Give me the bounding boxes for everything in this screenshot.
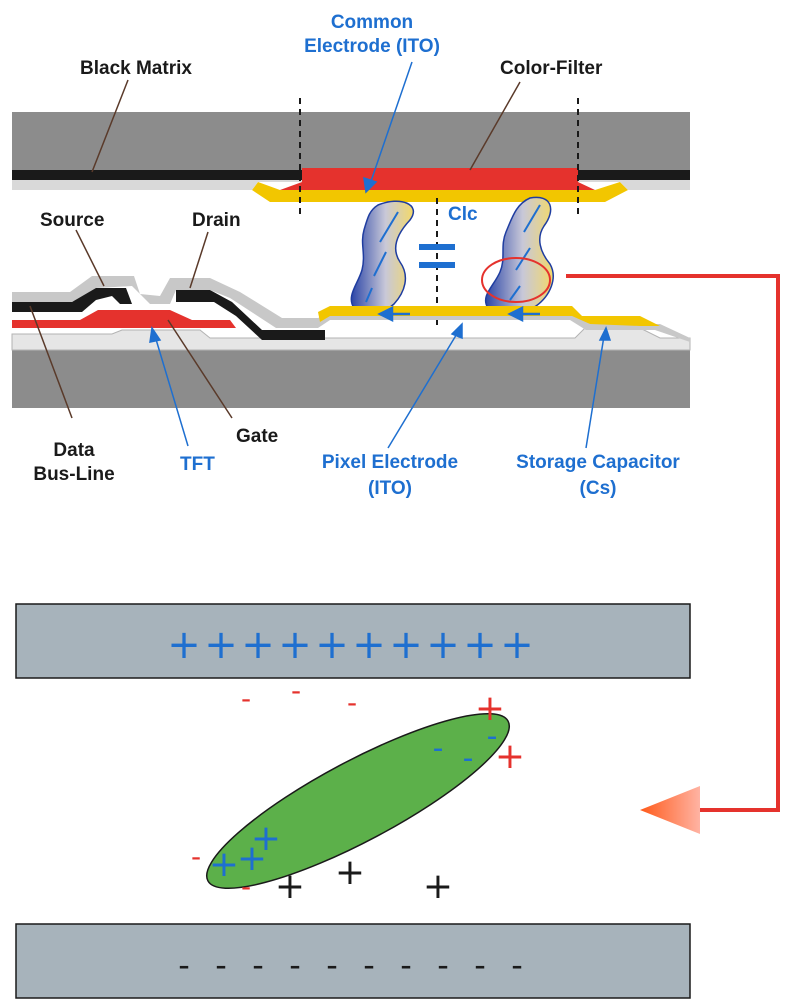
label-pixel-electrode-1: Pixel Electrode — [322, 452, 458, 473]
zoom-connector-arrow — [566, 274, 780, 834]
top-plate-charges: ++++++++++ — [167, 622, 534, 668]
negative-charge: - — [241, 682, 251, 715]
positive-charge: + — [275, 866, 305, 907]
top-alignment-layer-right — [578, 180, 690, 190]
label-common-electrode-1: Common — [331, 12, 413, 33]
clc-capacitor-plate-bottom — [419, 262, 455, 268]
source-electrode — [12, 288, 132, 312]
label-data-bus-2: Bus-Line — [33, 464, 114, 485]
positive-charge: + — [237, 838, 267, 879]
label-color-filter: Color-Filter — [500, 58, 603, 79]
positive-charge: + — [389, 622, 423, 668]
bottom-electrode-plate — [15, 923, 691, 999]
semiconductor-layer — [12, 310, 236, 328]
bottom-plate-charges: ---------- — [178, 946, 523, 984]
negative-charge: - — [289, 946, 301, 984]
bottom-glass-substrate — [12, 350, 690, 408]
top-glass-substrate — [12, 112, 690, 170]
negative-charge: - — [363, 946, 375, 984]
leader-lines-blue — [149, 61, 612, 449]
positive-charge: + — [204, 622, 238, 668]
positive-charge: + — [426, 622, 460, 668]
ellipse-bottom-positive-charges: +++ — [209, 818, 281, 885]
negative-charge: - — [437, 946, 449, 984]
positive-charge: + — [352, 622, 386, 668]
positive-charge: + — [463, 622, 497, 668]
free-positive-charges: + + + — [275, 852, 453, 907]
label-clc: Clc — [448, 204, 478, 225]
negative-charge: - — [463, 741, 474, 776]
bottom-insulating-layer — [11, 327, 691, 351]
negative-charge: - — [347, 686, 357, 719]
top-diagram: Black Matrix Common Electrode (ITO) Colo… — [11, 12, 691, 499]
positive-charge: + — [251, 818, 281, 859]
black-matrix-layer-left — [12, 170, 302, 180]
drain-electrode — [176, 290, 325, 340]
positive-charge: + — [475, 688, 505, 729]
black-matrix-layer-right — [578, 170, 690, 180]
ellipse-bottom-negative-charges: -- — [191, 840, 251, 903]
label-data-bus-1: Data — [53, 440, 95, 461]
ellipse-top-positive-charges: ++ — [475, 688, 525, 777]
liquid-crystal-molecule — [205, 712, 511, 890]
label-storage-capacitor-2: (Cs) — [580, 478, 617, 499]
pixel-electrode-layer — [318, 306, 660, 326]
label-source: Source — [40, 210, 104, 231]
positive-charge: + — [241, 622, 275, 668]
label-gate: Gate — [236, 426, 278, 447]
positive-charge: + — [495, 736, 525, 777]
negative-charge: - — [400, 946, 412, 984]
positive-charge: + — [278, 622, 312, 668]
negative-charge: - — [291, 674, 301, 707]
label-pixel-electrode-2: (ITO) — [368, 478, 412, 499]
label-tft: TFT — [180, 454, 215, 475]
top-electrode-plate — [15, 603, 691, 679]
free-negative-charges: --- — [241, 674, 357, 719]
negative-charge: - — [433, 731, 444, 766]
negative-charge: - — [178, 946, 190, 984]
connector-arrowhead — [640, 786, 700, 834]
positive-charge: + — [423, 866, 453, 907]
negative-charge: - — [215, 946, 227, 984]
bottom-diagram: ++++++++++ ---------- --- --- ++ +++ -- … — [15, 603, 691, 999]
ellipse-top-negative-charges: --- — [433, 719, 498, 776]
color-filter-layer — [280, 168, 595, 190]
clc-capacitor-plate-top — [419, 244, 455, 250]
negative-charge: - — [191, 840, 201, 873]
top-alignment-layer — [12, 180, 302, 190]
positive-charge: + — [167, 622, 201, 668]
molecule-base-arrows — [377, 305, 540, 323]
highlight-circle — [481, 257, 551, 303]
positive-charge: + — [209, 844, 239, 885]
label-drain: Drain — [192, 210, 241, 231]
positive-charge: + — [500, 622, 534, 668]
positive-charge: + — [315, 622, 349, 668]
leader-lines-black — [29, 79, 521, 419]
negative-charge: - — [474, 946, 486, 984]
negative-charge: - — [252, 946, 264, 984]
label-common-electrode-2: Electrode (ITO) — [304, 36, 440, 57]
label-black-matrix: Black Matrix — [80, 58, 192, 79]
negative-charge: - — [326, 946, 338, 984]
negative-charge: - — [241, 870, 251, 903]
positive-charge: + — [335, 852, 365, 893]
label-storage-capacitor-1: Storage Capacitor — [516, 452, 680, 473]
negative-charge: - — [511, 946, 523, 984]
negative-charge: - — [487, 719, 498, 754]
